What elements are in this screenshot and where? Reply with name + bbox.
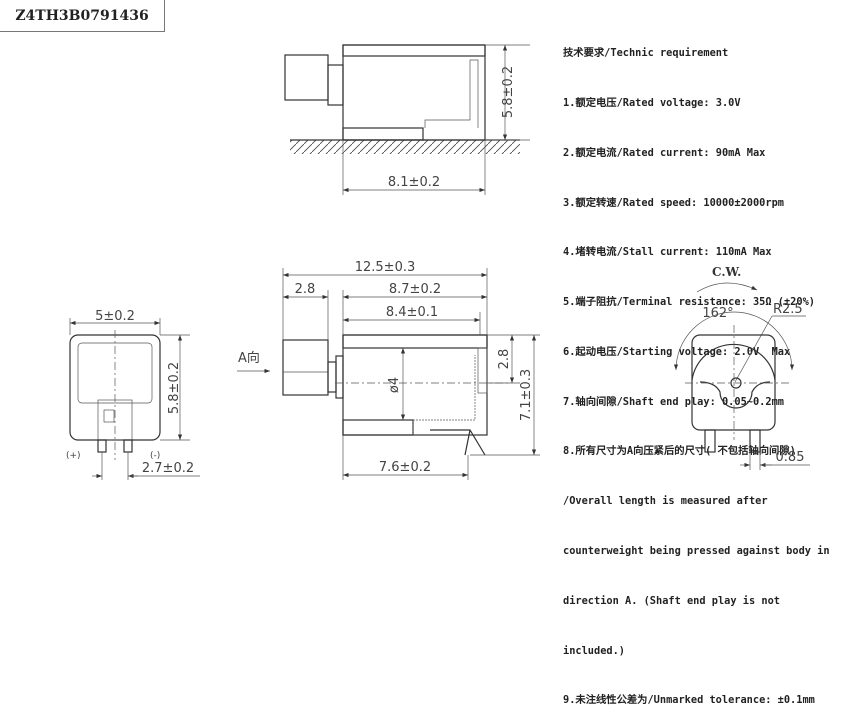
requirement-line: /Overall length is measured after	[563, 495, 768, 508]
top-length-dim: 8.1±0.2	[388, 175, 440, 190]
pin-width-dim: 0.85	[776, 450, 805, 465]
axis-height-dim: 2.8	[497, 349, 512, 370]
front-view: ø4 A向 12.5±0.3 2.8 8.7±0.2 8.4±0.1 2.8 7…	[237, 260, 540, 480]
requirement-line: 4.堵转电流/Stall current: 110mA Max	[563, 246, 772, 259]
requirement-line: 5.端子阻抗/Terminal resistance: 35Ω (±20%)	[563, 296, 815, 309]
rotation-arrow	[696, 282, 758, 293]
terminal-length-dim: 7.6±0.2	[379, 460, 431, 475]
radius-dim: R2.5	[773, 302, 803, 317]
requirement-line: counterweight being pressed against body…	[563, 545, 830, 557]
plus-terminal-label: (+)	[66, 451, 81, 461]
pin-minus	[123, 439, 133, 453]
top-view: 5.8±0.2 8.1±0.2	[284, 44, 530, 195]
requirement-line: 2.额定电流/Rated current: 90mA Max	[563, 146, 766, 159]
requirement-line: 3.额定转速/Rated speed: 10000±2000rpm	[563, 196, 784, 209]
end-pin-right	[749, 429, 761, 453]
end-view: C.W. 162° R2.5 0.85	[673, 265, 810, 470]
rotation-direction-label: C.W.	[712, 265, 741, 279]
side-height-dim: 5.8±0.2	[167, 362, 182, 414]
weight-length-dim: 2.8	[295, 282, 316, 297]
can-length-dim: 8.4±0.1	[386, 305, 438, 320]
side-view: 5±0.2 5.8±0.2 2.7±0.2 (+) (-)	[66, 309, 200, 480]
direction-a-label: A向	[238, 350, 260, 366]
body-length-dim: 8.7±0.2	[389, 282, 441, 297]
requirement-line: 6.起动电压/Starting voltage: 2.0V Max	[563, 345, 791, 358]
diameter-dim: ø4	[387, 377, 402, 393]
ground-hatch	[290, 140, 520, 154]
overall-length-dim: 12.5±0.3	[355, 260, 416, 275]
overall-height-dim: 7.1±0.3	[519, 369, 534, 421]
requirement-line: direction A. (Shaft end play is not	[563, 594, 780, 607]
requirements-heading: 技术要求/Technic requirement	[563, 47, 729, 60]
pin-plus	[97, 439, 107, 453]
requirement-line: 1.额定电压/Rated voltage: 3.0V	[563, 96, 741, 109]
minus-terminal-label: (-)	[150, 451, 160, 461]
requirement-line: 9.未注线性公差为/Unmarked tolerance: ±0.1mm	[563, 694, 815, 707]
front-counterweight	[282, 339, 329, 396]
pin-pitch-dim: 2.7±0.2	[142, 461, 194, 476]
technical-drawing: 5.8±0.2 8.1±0.2 5±0.2 5.8±0.2 2.7±0.2 (+…	[66, 44, 810, 480]
motor-body	[342, 44, 486, 141]
end-body	[691, 334, 776, 431]
counterweight	[284, 54, 329, 101]
top-height-dim: 5.8±0.2	[501, 66, 516, 118]
end-pin-left	[704, 429, 716, 453]
part-number: Z4TH3B0791436	[15, 7, 149, 24]
side-width-dim: 5±0.2	[95, 309, 135, 324]
requirement-line: included.)	[563, 644, 625, 657]
part-number-box: Z4TH3B0791436	[0, 0, 165, 32]
